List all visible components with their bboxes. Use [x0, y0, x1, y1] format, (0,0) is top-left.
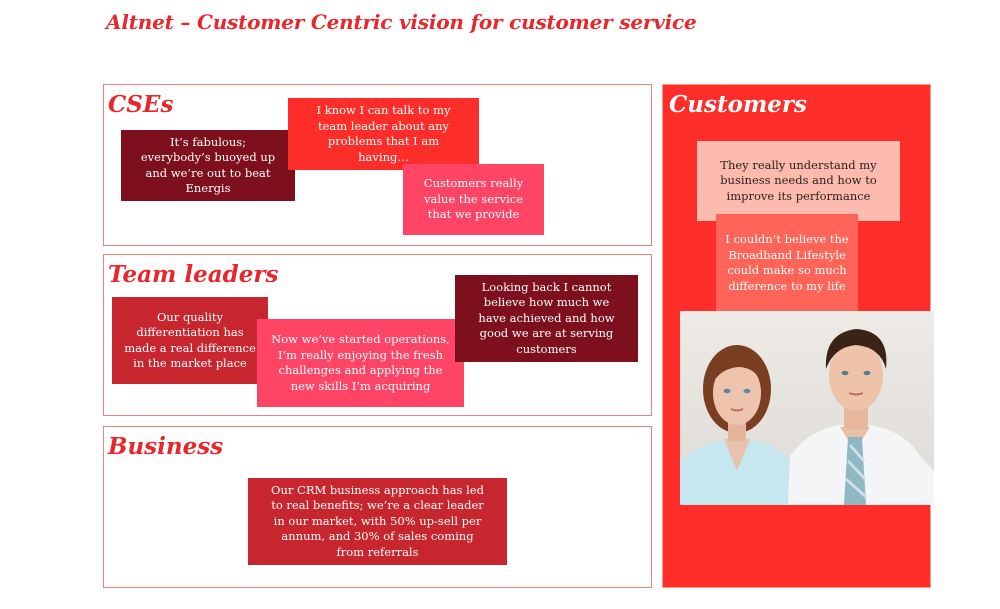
- team-leaders-quote-1: Our quality differentiation has made a r…: [112, 297, 268, 384]
- customers-photo-illustration: [680, 329, 934, 505]
- page-title: Altnet – Customer Centric vision for cus…: [106, 10, 697, 34]
- woman-figure: [680, 345, 798, 505]
- customers-quote-2: I couldn’t believe the Broadband Lifesty…: [716, 214, 858, 312]
- team-leaders-heading: Team leaders: [108, 261, 279, 288]
- cses-quote-3: Customers really value the service that …: [403, 164, 544, 235]
- business-quote-1: Our CRM business approach has led to rea…: [248, 478, 507, 565]
- customers-heading: Customers: [669, 91, 807, 118]
- customers-photo: [680, 311, 934, 505]
- team-leaders-quote-3: Looking back I cannot believe how much w…: [455, 275, 638, 362]
- business-heading: Business: [108, 433, 224, 460]
- cses-quote-1: It’s fabulous; everybody’s buoyed up and…: [121, 130, 295, 201]
- cses-quote-2: I know I can talk to my team leader abou…: [288, 98, 479, 170]
- team-leaders-quote-2: Now we’ve started operations, I’m really…: [257, 319, 464, 407]
- cses-heading: CSEs: [108, 91, 174, 118]
- man-figure: [788, 329, 934, 505]
- customers-quote-1: They really understand my business needs…: [697, 141, 900, 221]
